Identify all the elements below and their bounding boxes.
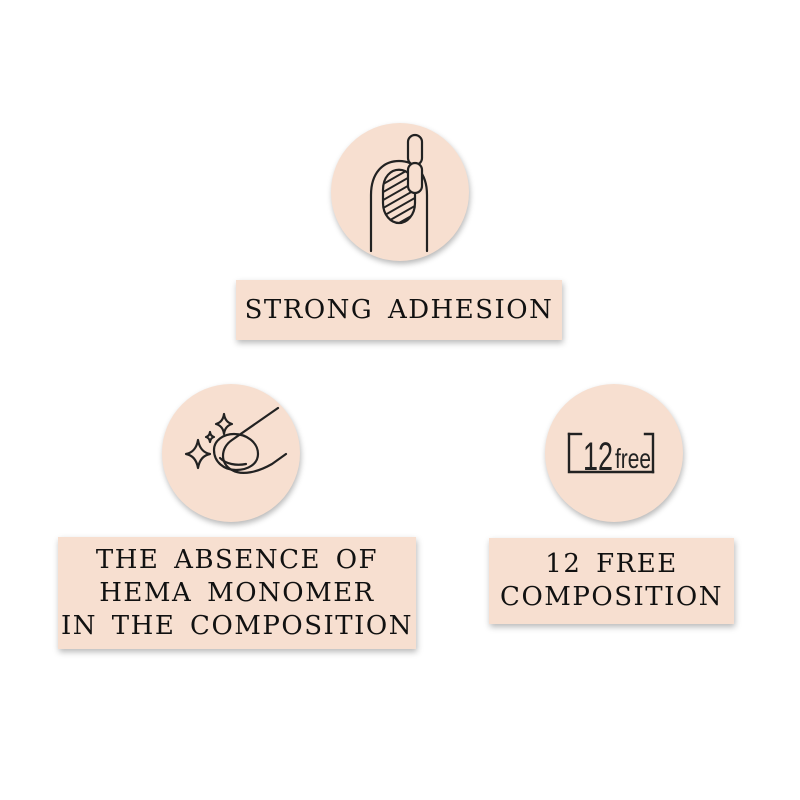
12free-logo-number: 12 [583, 435, 613, 479]
hema-free-label-box: THE ABSENCE OF HEMA MONOMER IN THE COMPO… [58, 537, 416, 649]
12free-logo-icon: 12 free [567, 432, 655, 479]
twelve-free-label-line-1: 12 FREE [545, 549, 678, 579]
strong-adhesion-badge [331, 123, 469, 261]
hema-label-line-2: HEMA MONOMER [99, 577, 375, 608]
hema-label-line-3: IN THE COMPOSITION [61, 610, 413, 641]
strong-adhesion-label-box: STRONG ADHESION [236, 280, 562, 340]
twelve-free-label-box: 12 FREE COMPOSITION [489, 538, 734, 624]
twelve-free-badge: 12 free [545, 384, 683, 522]
strong-adhesion-label: STRONG ADHESION [244, 294, 554, 325]
12free-logo-word: free [615, 443, 651, 474]
twelve-free-label-line-2: COMPOSITION [500, 582, 723, 612]
hema-label-line-1: THE ABSENCE OF [95, 544, 379, 575]
nail-chain-link-icon [369, 133, 429, 253]
hema-free-badge [162, 384, 300, 522]
sparkling-nail-icon [184, 406, 288, 474]
